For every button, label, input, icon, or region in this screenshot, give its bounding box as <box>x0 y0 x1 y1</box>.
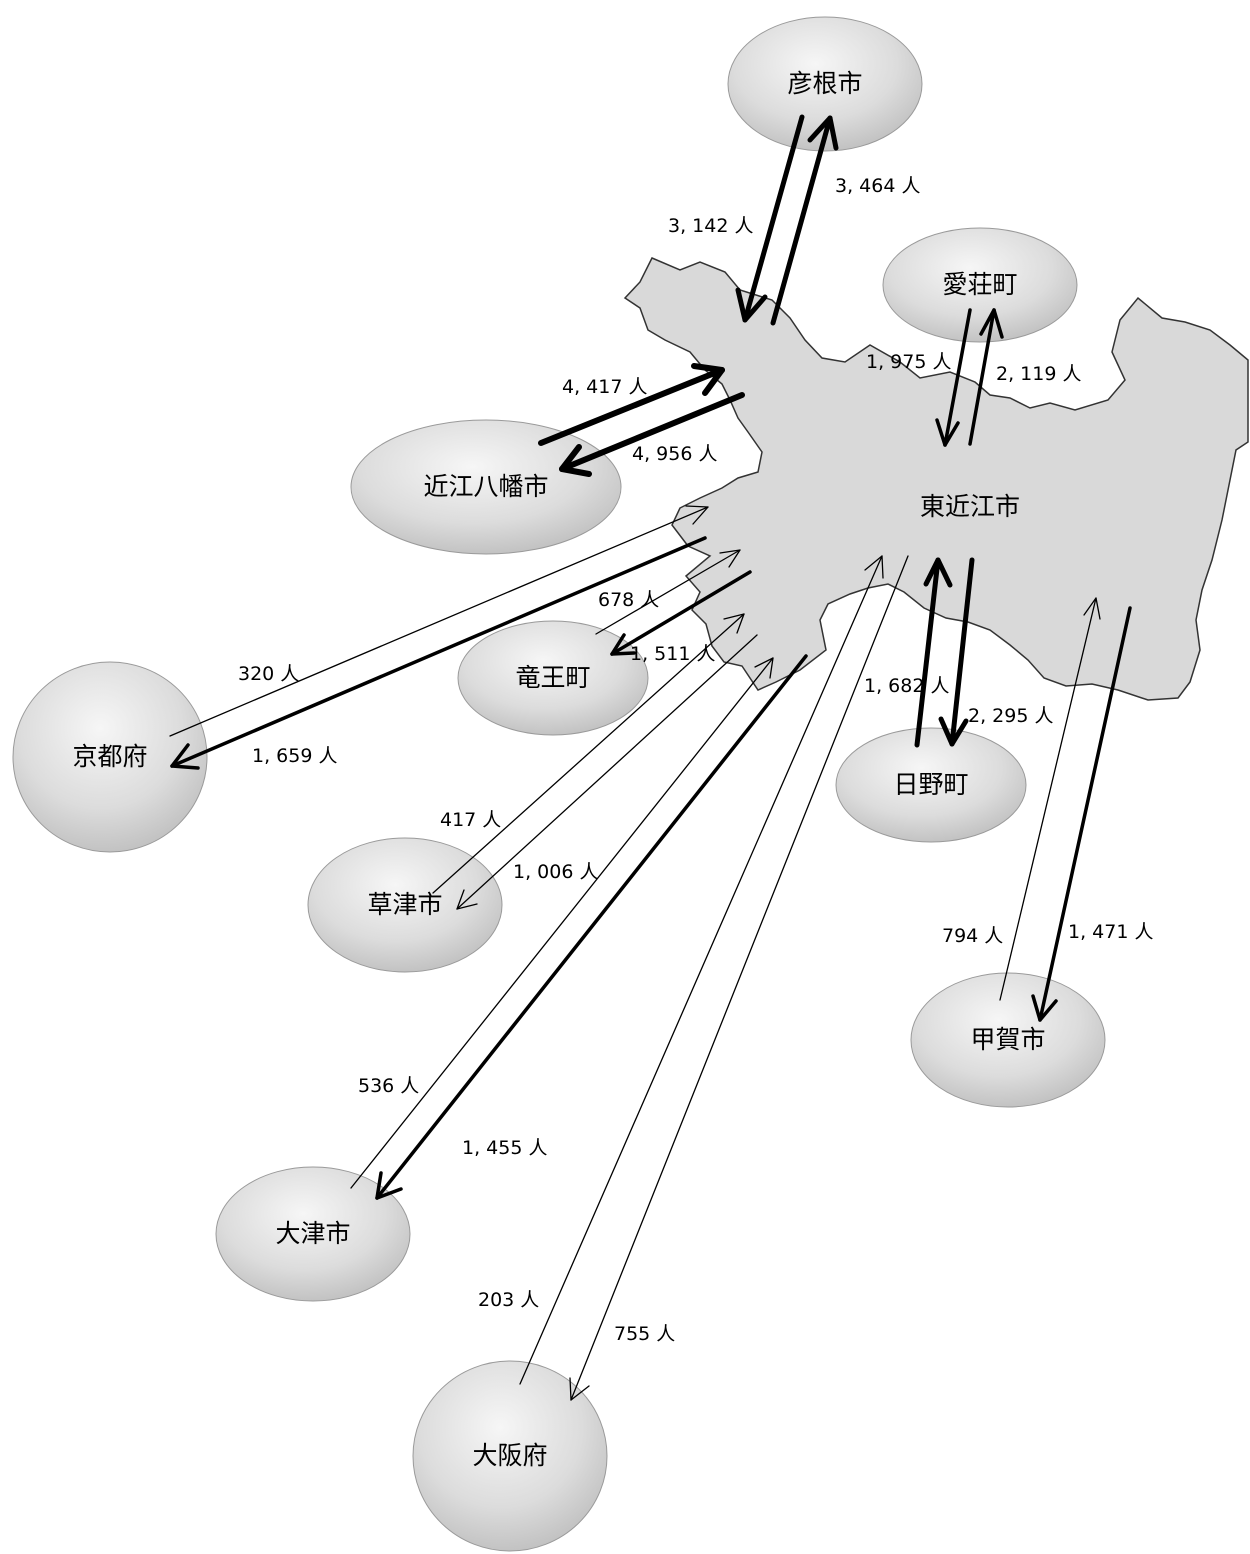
node-aisho <box>882 227 1078 343</box>
arrow-higashiomi-to-osaka <box>569 555 909 1401</box>
flow-label-omihachiman-in: 4, 417 人 <box>562 376 647 398</box>
arrow-higashiomi-to-hino <box>938 557 975 747</box>
arrow-higashiomi-to-kusatsu <box>456 634 758 910</box>
label-ryuo: 竜王町 <box>515 663 590 692</box>
flow-label-aisho-in: 1, 975 人 <box>866 351 951 373</box>
flow-label-otsu-out: 1, 455 人 <box>462 1137 547 1159</box>
flow-label-ryuo-out: 1, 511 人 <box>630 643 715 665</box>
label-kusatsu: 草津市 <box>367 890 442 919</box>
arrow-ryuo-to-higashiomi <box>595 549 741 635</box>
node-omihachiman <box>350 419 622 555</box>
node-otsu <box>215 1166 411 1302</box>
flow-label-hino-out: 2, 295 人 <box>968 705 1053 727</box>
arrow-koka-to-higashiomi <box>999 597 1101 1001</box>
arrow-omihachiman-to-higashiomi <box>538 363 725 446</box>
flow-label-omihachiman-out: 4, 956 人 <box>632 443 717 465</box>
label-aisho: 愛荘町 <box>942 270 1017 299</box>
arrow-higashiomi-to-kyoto <box>170 536 707 770</box>
flow-label-hikone-in: 3, 142 人 <box>668 215 753 237</box>
arrow-higashiomi-to-otsu <box>375 654 808 1200</box>
arrow-kyoto-to-higashiomi <box>169 505 709 737</box>
node-kusatsu <box>307 837 503 973</box>
label-hikone: 彦根市 <box>787 69 862 98</box>
flow-label-ryuo-in: 678 人 <box>598 589 659 611</box>
arrow-kusatsu-to-higashiomi <box>432 613 745 894</box>
flow-label-otsu-in: 536 人 <box>358 1075 419 1097</box>
flow-label-koka-out: 1, 471 人 <box>1068 921 1153 943</box>
flow-label-osaka-out: 755 人 <box>614 1323 675 1345</box>
arrow-hikone-to-higashiomi <box>735 114 805 323</box>
arrow-higashiomi-to-hikone <box>770 115 839 326</box>
flow-label-kyoto-in: 320 人 <box>238 663 299 685</box>
label-hino: 日野町 <box>893 770 968 799</box>
arrow-osaka-to-higashiomi <box>519 555 884 1385</box>
flow-arrows <box>169 114 1132 1401</box>
arrow-higashiomi-to-aisho <box>968 308 1004 446</box>
node-koka <box>910 972 1106 1108</box>
label-center-higashiomi: 東近江市 <box>920 492 1020 521</box>
arrow-aisho-to-higashiomi <box>935 308 972 447</box>
flow-label-hikone-out: 3, 464 人 <box>835 175 920 197</box>
node-hikone <box>727 16 923 152</box>
arrow-otsu-to-higashiomi <box>350 657 774 1189</box>
flow-label-koka-in: 794 人 <box>942 925 1003 947</box>
flow-label-kusatsu-out: 1, 006 人 <box>513 861 598 883</box>
flow-label-hino-in: 1, 682 人 <box>864 675 949 697</box>
node-ryuo <box>457 620 649 736</box>
label-osaka: 大阪府 <box>472 1441 547 1470</box>
node-osaka <box>412 1360 608 1552</box>
flow-label-kyoto-out: 1, 659 人 <box>252 745 337 767</box>
node-kyoto <box>12 661 208 853</box>
label-koka: 甲賀市 <box>970 1025 1045 1054</box>
arrow-higashiomi-to-koka <box>1031 606 1132 1022</box>
flow-label-kusatsu-in: 417 人 <box>440 809 501 831</box>
node-hino <box>835 727 1027 843</box>
flow-label-aisho-out: 2, 119 人 <box>996 363 1081 385</box>
arrow-hino-to-higashiomi <box>914 557 953 748</box>
label-otsu: 大津市 <box>275 1219 350 1248</box>
arrow-higashiomi-to-ryuo <box>610 570 752 656</box>
label-omihachiman: 近江八幡市 <box>423 472 548 501</box>
arrow-higashiomi-to-omihachiman <box>559 392 745 477</box>
flow-label-osaka-in: 203 人 <box>478 1289 539 1311</box>
label-kyoto: 京都府 <box>72 742 147 771</box>
higashiomi-region-map <box>623 257 1249 701</box>
